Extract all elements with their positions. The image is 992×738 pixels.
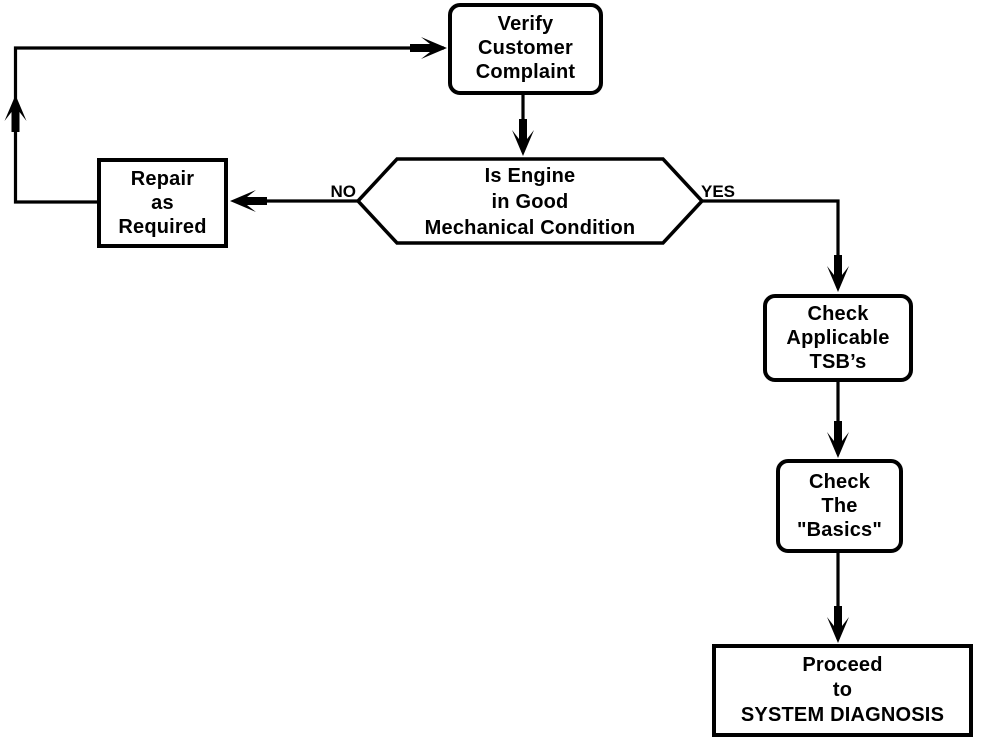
label-decision-engine-condition: Is Engine in Good Mechanical Condition (424, 165, 636, 239)
arrowhead-into-decision-icon (512, 119, 534, 156)
label-check-applicable-tsbs: Check Applicable TSB’s (786, 303, 890, 373)
node-check-applicable-tsbs (763, 294, 913, 382)
label-check-the-basics: Check The "Basics" (796, 471, 883, 541)
arrowhead-into-tsb-icon (827, 255, 849, 292)
arrowhead-loop-up-icon (4, 95, 27, 132)
branch-label-no: NO (330, 182, 357, 201)
label-verify-customer-complaint: Verify Customer Complaint (475, 13, 576, 83)
arrowhead-into-verify-icon (410, 37, 447, 59)
arrowhead-into-basics-icon (827, 421, 849, 458)
node-proceed-to-system-diagnosis (712, 644, 973, 737)
node-verify-customer-complaint (448, 3, 603, 95)
label-proceed-system-diagnosis: Proceed to SYSTEM DIAGNOSIS (740, 654, 945, 726)
node-decision-engine-condition (355, 157, 705, 245)
branch-label-yes: YES (701, 182, 736, 201)
node-repair-as-required (97, 158, 228, 248)
node-check-the-basics (776, 459, 903, 553)
arrowhead-into-repair-icon (230, 190, 267, 212)
connector-decision-yes-to-tsb (701, 199, 840, 288)
label-repair-as-required: Repair as Required (118, 168, 207, 238)
arrowhead-into-proceed-icon (827, 606, 849, 643)
